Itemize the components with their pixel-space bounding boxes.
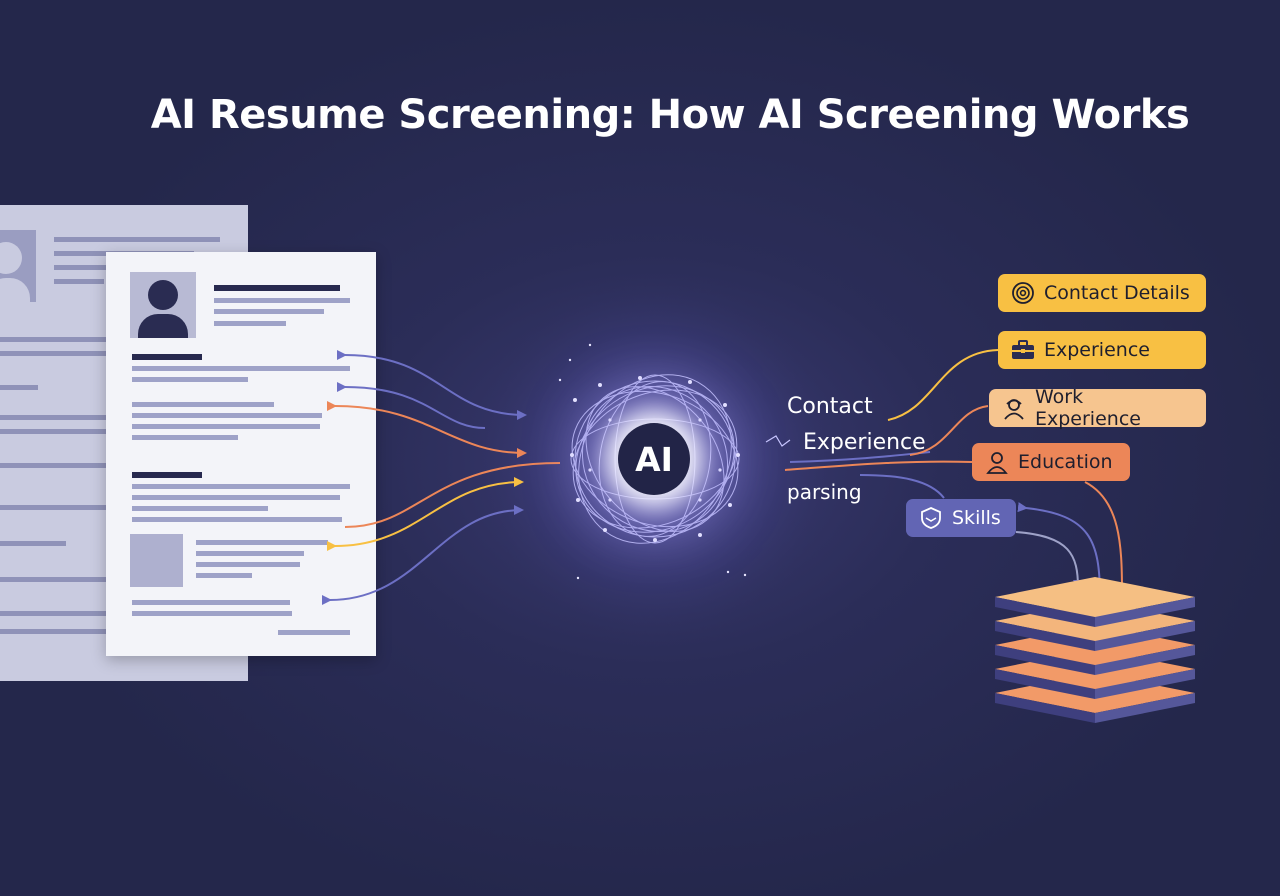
text-line [0,429,106,434]
text-line [0,385,38,390]
text-line [0,351,106,356]
text-line [196,540,328,545]
network-nodes [558,343,747,580]
text-line [196,562,300,567]
tag-label: Experience [1044,339,1150,361]
worker-icon [1001,395,1027,421]
ai-core: AI [618,423,690,495]
section-heading-line [132,354,202,360]
text-line [132,366,350,371]
text-line [132,435,238,440]
flow-arrow [321,505,524,606]
text-line [54,237,220,242]
section-heading-line [132,472,202,478]
tag-education: Education [972,443,1130,481]
avatar-body [138,314,188,338]
text-line [214,309,324,314]
text-line [132,611,292,616]
text-line [132,517,342,522]
text-line [132,413,322,418]
database-layer-top [995,577,1195,627]
database-stack [995,577,1195,723]
image-placeholder [130,534,183,587]
connector-line [909,405,989,456]
text-line [0,505,106,510]
connector-line [859,474,945,499]
text-line [132,506,268,511]
tag-label: Skills [952,507,1001,529]
text-line [278,630,350,635]
avatar-head [0,242,22,274]
text-line [0,541,66,546]
page-title: AI Resume Screening: How AI Screening Wo… [150,92,1190,138]
text-line [132,484,350,489]
tag-contact-details: Contact Details [998,274,1206,312]
connector-line [784,460,973,471]
text-line [54,265,114,270]
text-line [132,377,248,382]
text-line [0,629,106,634]
flow-label-contact: Contact [787,394,873,419]
flow-label-experience: Experience [803,430,926,455]
text-line [132,495,340,500]
tag-label: Work Experience [1035,386,1141,430]
person-icon [984,449,1010,475]
text-line [0,577,106,582]
text-line [0,463,106,468]
contact-at-icon [1010,280,1036,306]
text-line [0,611,106,616]
text-line [0,337,106,342]
text-line [196,551,304,556]
briefcase-icon [1010,337,1036,363]
text-line [196,573,252,578]
text-line [214,321,286,326]
connector-line [887,349,999,421]
flow-arrow [326,400,527,458]
text-line [132,402,274,407]
tag-work-experience: Work Experience [989,386,1206,430]
connector-line [1084,481,1127,594]
flow-label-parsing: parsing [787,480,862,504]
node-glyph [765,435,791,447]
text-line [0,415,106,420]
tag-skills: Skills [906,499,1016,537]
text-line [54,279,104,284]
shield-icon [918,505,944,531]
text-line [214,298,350,303]
tag-label: Contact Details [1044,282,1190,304]
tag-label: Education [1018,451,1113,473]
avatar-head [148,280,178,310]
avatar-back [0,230,36,302]
text-line [132,424,320,429]
avatar-front [130,272,196,338]
neural-network-sphere [570,374,740,544]
tag-experience: Experience [998,331,1206,369]
name-line [214,285,340,291]
text-line [132,600,290,605]
